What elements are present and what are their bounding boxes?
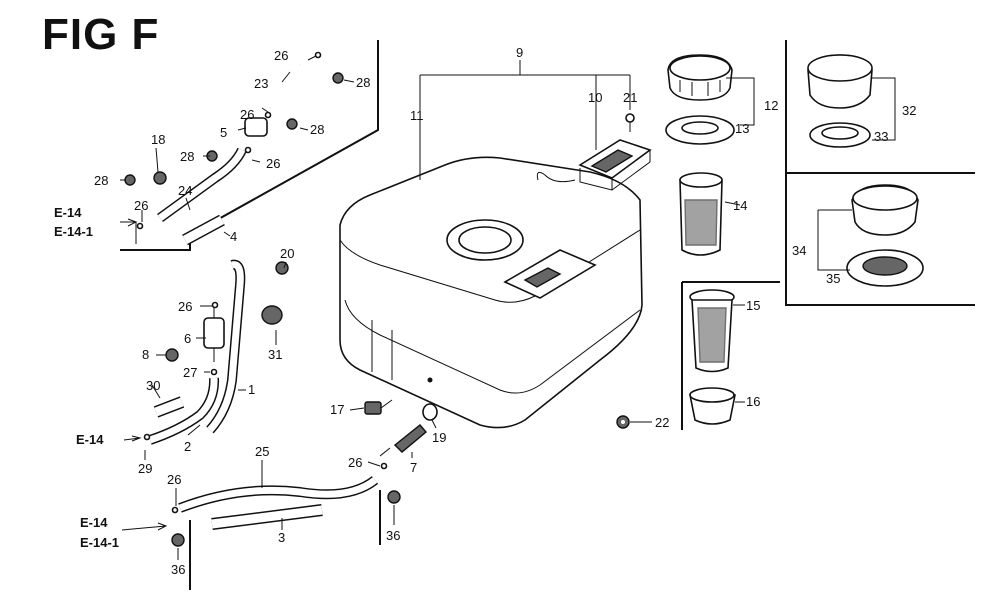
callout-26b: 26	[240, 107, 254, 122]
callout-28d: 28	[94, 173, 108, 188]
ref-e14-1-upper: E-14-1	[54, 224, 93, 239]
callout-29: 29	[138, 461, 152, 476]
callout-26a: 26	[274, 48, 288, 63]
fuel-gauge	[536, 139, 652, 191]
ref-e14-1-lower: E-14-1	[80, 535, 119, 550]
callout-28c: 28	[180, 149, 194, 164]
callout-3: 3	[278, 530, 285, 545]
callout-9: 9	[516, 45, 523, 60]
callout-7: 7	[410, 460, 417, 475]
callout-34: 34	[792, 243, 806, 258]
cap-gasket-13	[665, 115, 735, 145]
callout-15: 15	[746, 298, 760, 313]
callout-6: 6	[184, 331, 191, 346]
fuel-tube-4	[182, 214, 225, 246]
callout-36a: 36	[171, 562, 185, 577]
fuel-cap-34	[851, 184, 919, 236]
callout-36b: 36	[386, 528, 400, 543]
fuel-tube-3	[211, 504, 323, 530]
fuel-cap-32	[807, 54, 873, 109]
callout-28a: 28	[356, 75, 370, 90]
fuel-tube-1	[206, 259, 246, 434]
callout-26g: 26	[348, 455, 362, 470]
callout-14: 14	[733, 198, 747, 213]
fuel-tank	[339, 156, 643, 429]
callout-22: 22	[655, 415, 669, 430]
fuel-tube-24	[157, 147, 247, 223]
callout-12: 12	[764, 98, 778, 113]
fuel-cap-12	[667, 54, 733, 101]
ref-e14-lower: E-14	[80, 515, 108, 530]
o-ring-19	[422, 403, 438, 421]
leader-lines	[120, 55, 896, 560]
callout-13: 13	[735, 121, 749, 136]
callout-26d: 26	[134, 198, 148, 213]
callout-20: 20	[280, 246, 294, 261]
screw-21	[625, 113, 635, 132]
callout-2: 2	[184, 439, 191, 454]
callout-4: 4	[230, 229, 237, 244]
callout-21: 21	[623, 90, 637, 105]
washer-22	[616, 415, 630, 429]
strainer-14	[679, 172, 723, 256]
figure-title: FIG F	[42, 10, 160, 59]
callout-26c: 26	[266, 156, 280, 171]
callout-16: 16	[746, 394, 760, 409]
ref-e14-upper: E-14	[54, 205, 82, 220]
callout-24: 24	[178, 183, 192, 198]
fuel-tube-30	[153, 396, 185, 418]
callout-1: 1	[248, 382, 255, 397]
callout-32: 32	[902, 103, 916, 118]
fuel-cock-17	[364, 399, 393, 415]
cross-references: E-14 E-14-1 E-14 E-14 E-14-1	[54, 205, 119, 550]
drain-valve-7	[379, 424, 427, 457]
callout-10: 10	[588, 90, 602, 105]
callout-30: 30	[146, 378, 160, 393]
fuel-filter-5	[244, 117, 268, 137]
callout-25: 25	[255, 444, 269, 459]
ref-e14-middle: E-14	[76, 432, 104, 447]
callout-26e: 26	[178, 299, 192, 314]
strainer-collar-16	[689, 387, 736, 425]
strainer-15	[689, 289, 735, 373]
fuel-tube-23	[266, 62, 303, 110]
fuel-tube-2	[148, 377, 220, 445]
cap-gasket-33	[809, 122, 871, 148]
callout-5: 5	[220, 125, 227, 140]
callout-23: 23	[254, 76, 268, 91]
callout-27: 27	[183, 365, 197, 380]
callout-26f: 26	[167, 472, 181, 487]
callout-11: 11	[410, 108, 424, 123]
callout-18: 18	[151, 132, 165, 147]
callout-28b: 28	[310, 122, 324, 137]
clips	[124, 51, 401, 547]
fuel-tube-25	[178, 475, 379, 513]
callout-33: 33	[874, 129, 888, 144]
callout-8: 8	[142, 347, 149, 362]
cap-variants-border	[785, 40, 975, 306]
callout-17: 17	[330, 402, 344, 417]
callout-numbers: 26 23 28 26 5 28 26 18 28 28 24 26 4 20 …	[94, 45, 916, 577]
callout-35: 35	[826, 271, 840, 286]
fuel-filter-6	[203, 306, 225, 362]
callout-19: 19	[432, 430, 446, 445]
callout-31: 31	[268, 347, 282, 362]
cap-gasket-35	[846, 249, 924, 287]
